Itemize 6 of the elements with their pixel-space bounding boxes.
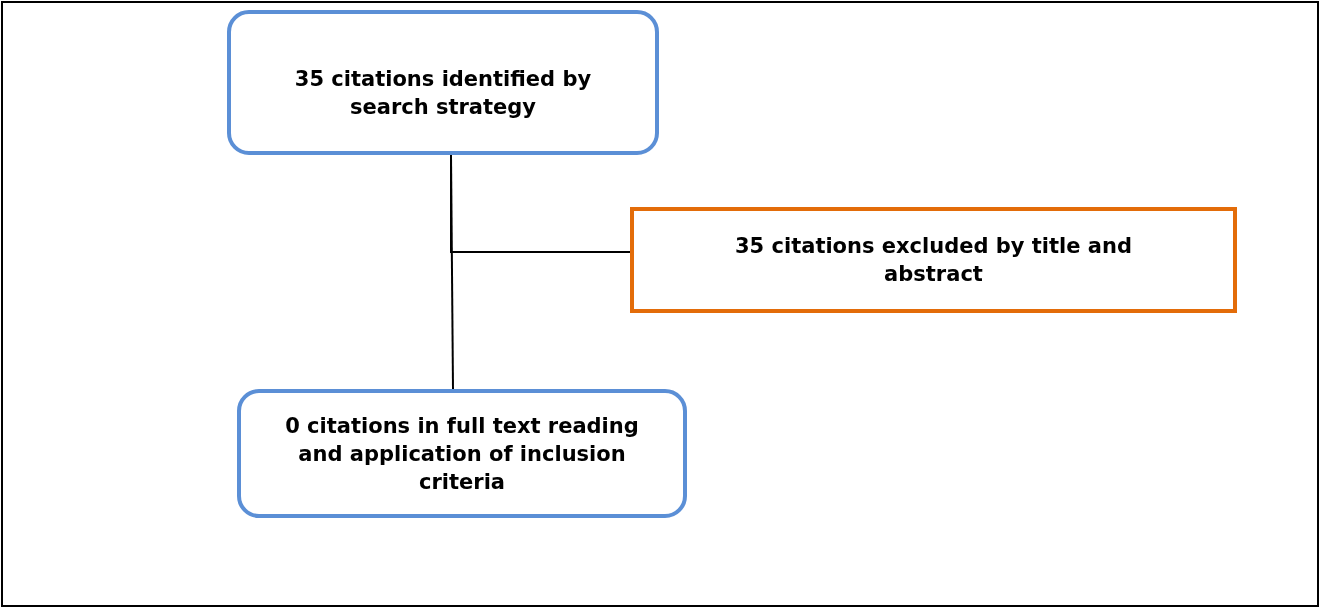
box-text: 35 citations excluded by title and abstract — [734, 233, 1133, 288]
box-text: 0 citations in full text reading and application of inclusion criteria — [284, 412, 640, 496]
result-box — [237, 389, 687, 518]
start-box — [227, 10, 659, 155]
exclusion-box — [630, 207, 1237, 313]
box-text: 35 citations identified by search strategy — [293, 65, 593, 121]
